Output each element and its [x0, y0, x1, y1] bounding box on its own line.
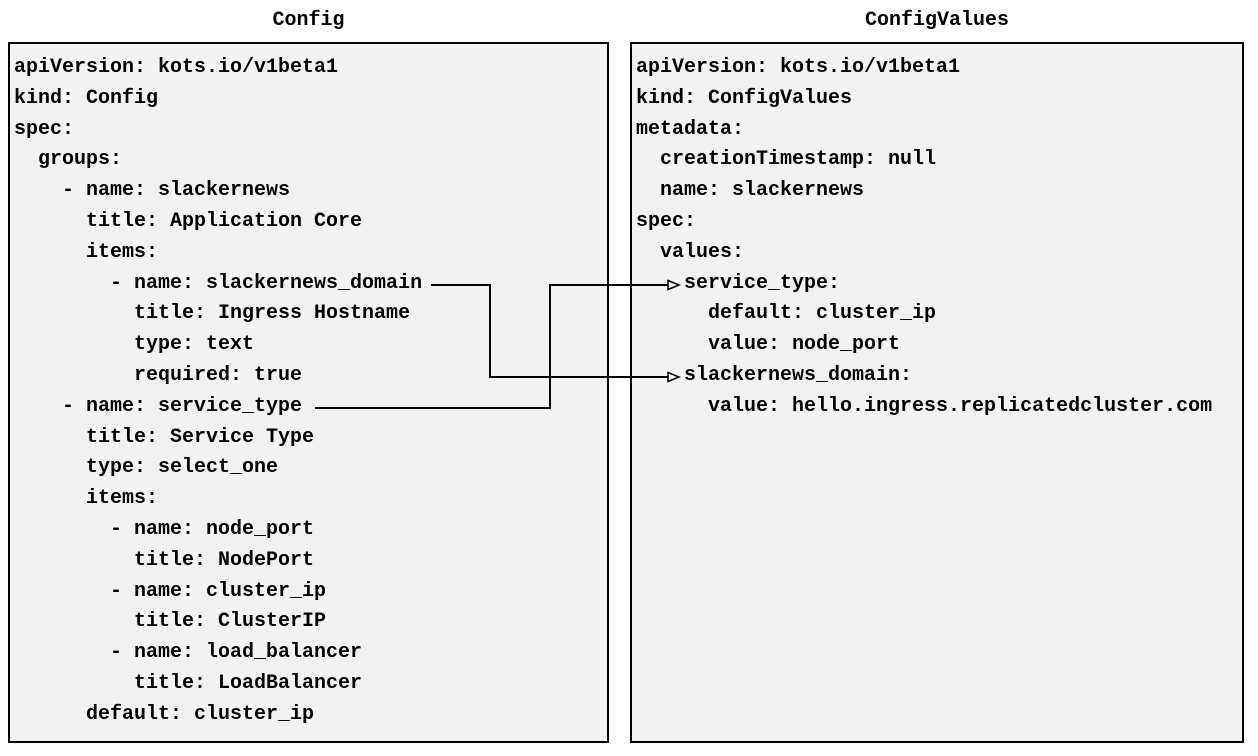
code-line: spec:	[14, 117, 75, 141]
code-line: - name: slackernews	[14, 179, 291, 203]
code-line: title: ClusterIP	[14, 610, 327, 634]
configvalues-yaml-box: apiVersion: kots.io/v1beta1 kind: ConfigV…	[630, 42, 1244, 743]
code-line: required: true	[14, 363, 303, 387]
code-line: - name: slackernews_domain	[14, 271, 423, 295]
code-line: apiVersion: kots.io/v1beta1	[636, 56, 961, 79]
code-line: value: hello.ingress.replicatedcluster.c…	[636, 394, 1213, 418]
code-line: value: node_port	[636, 333, 901, 357]
code-line: metadata:	[636, 117, 745, 141]
code-line: items:	[14, 487, 159, 511]
config-yaml-box: apiVersion: kots.io/v1beta1 kind: Config s…	[8, 42, 609, 743]
code-line: - name: load_balancer	[14, 641, 363, 665]
code-line: default: cluster_ip	[636, 302, 937, 326]
code-line: title: Service Type	[14, 425, 315, 449]
code-line: service_type:	[636, 271, 841, 295]
code-line: spec:	[636, 209, 697, 233]
code-line: - name: node_port	[14, 517, 315, 541]
code-line: - name: cluster_ip	[14, 579, 327, 603]
code-line: title: Ingress Hostname	[14, 302, 411, 326]
code-line: type: select_one	[14, 456, 279, 480]
code-line: groups:	[14, 148, 123, 172]
code-line: items:	[14, 240, 159, 264]
code-line: kind: ConfigValues	[636, 86, 853, 110]
code-line: kind: Config	[14, 86, 159, 110]
code-line: values:	[636, 240, 745, 264]
code-line: title: Application Core	[14, 209, 363, 233]
code-line: creationTimestamp: null	[636, 148, 937, 172]
configvalues-panel-title: ConfigValues	[864, 9, 1010, 32]
code-line: - name: service_type	[14, 394, 303, 418]
code-line: name: slackernews	[636, 179, 865, 203]
code-line: apiVersion: kots.io/v1beta1	[14, 56, 339, 79]
code-line: type: text	[14, 333, 255, 357]
code-line: title: NodePort	[14, 548, 315, 572]
config-panel-title: Config	[272, 9, 345, 32]
code-line: title: LoadBalancer	[14, 671, 363, 695]
code-line: default: cluster_ip	[14, 702, 315, 726]
code-line: slackernews_domain:	[636, 363, 913, 387]
